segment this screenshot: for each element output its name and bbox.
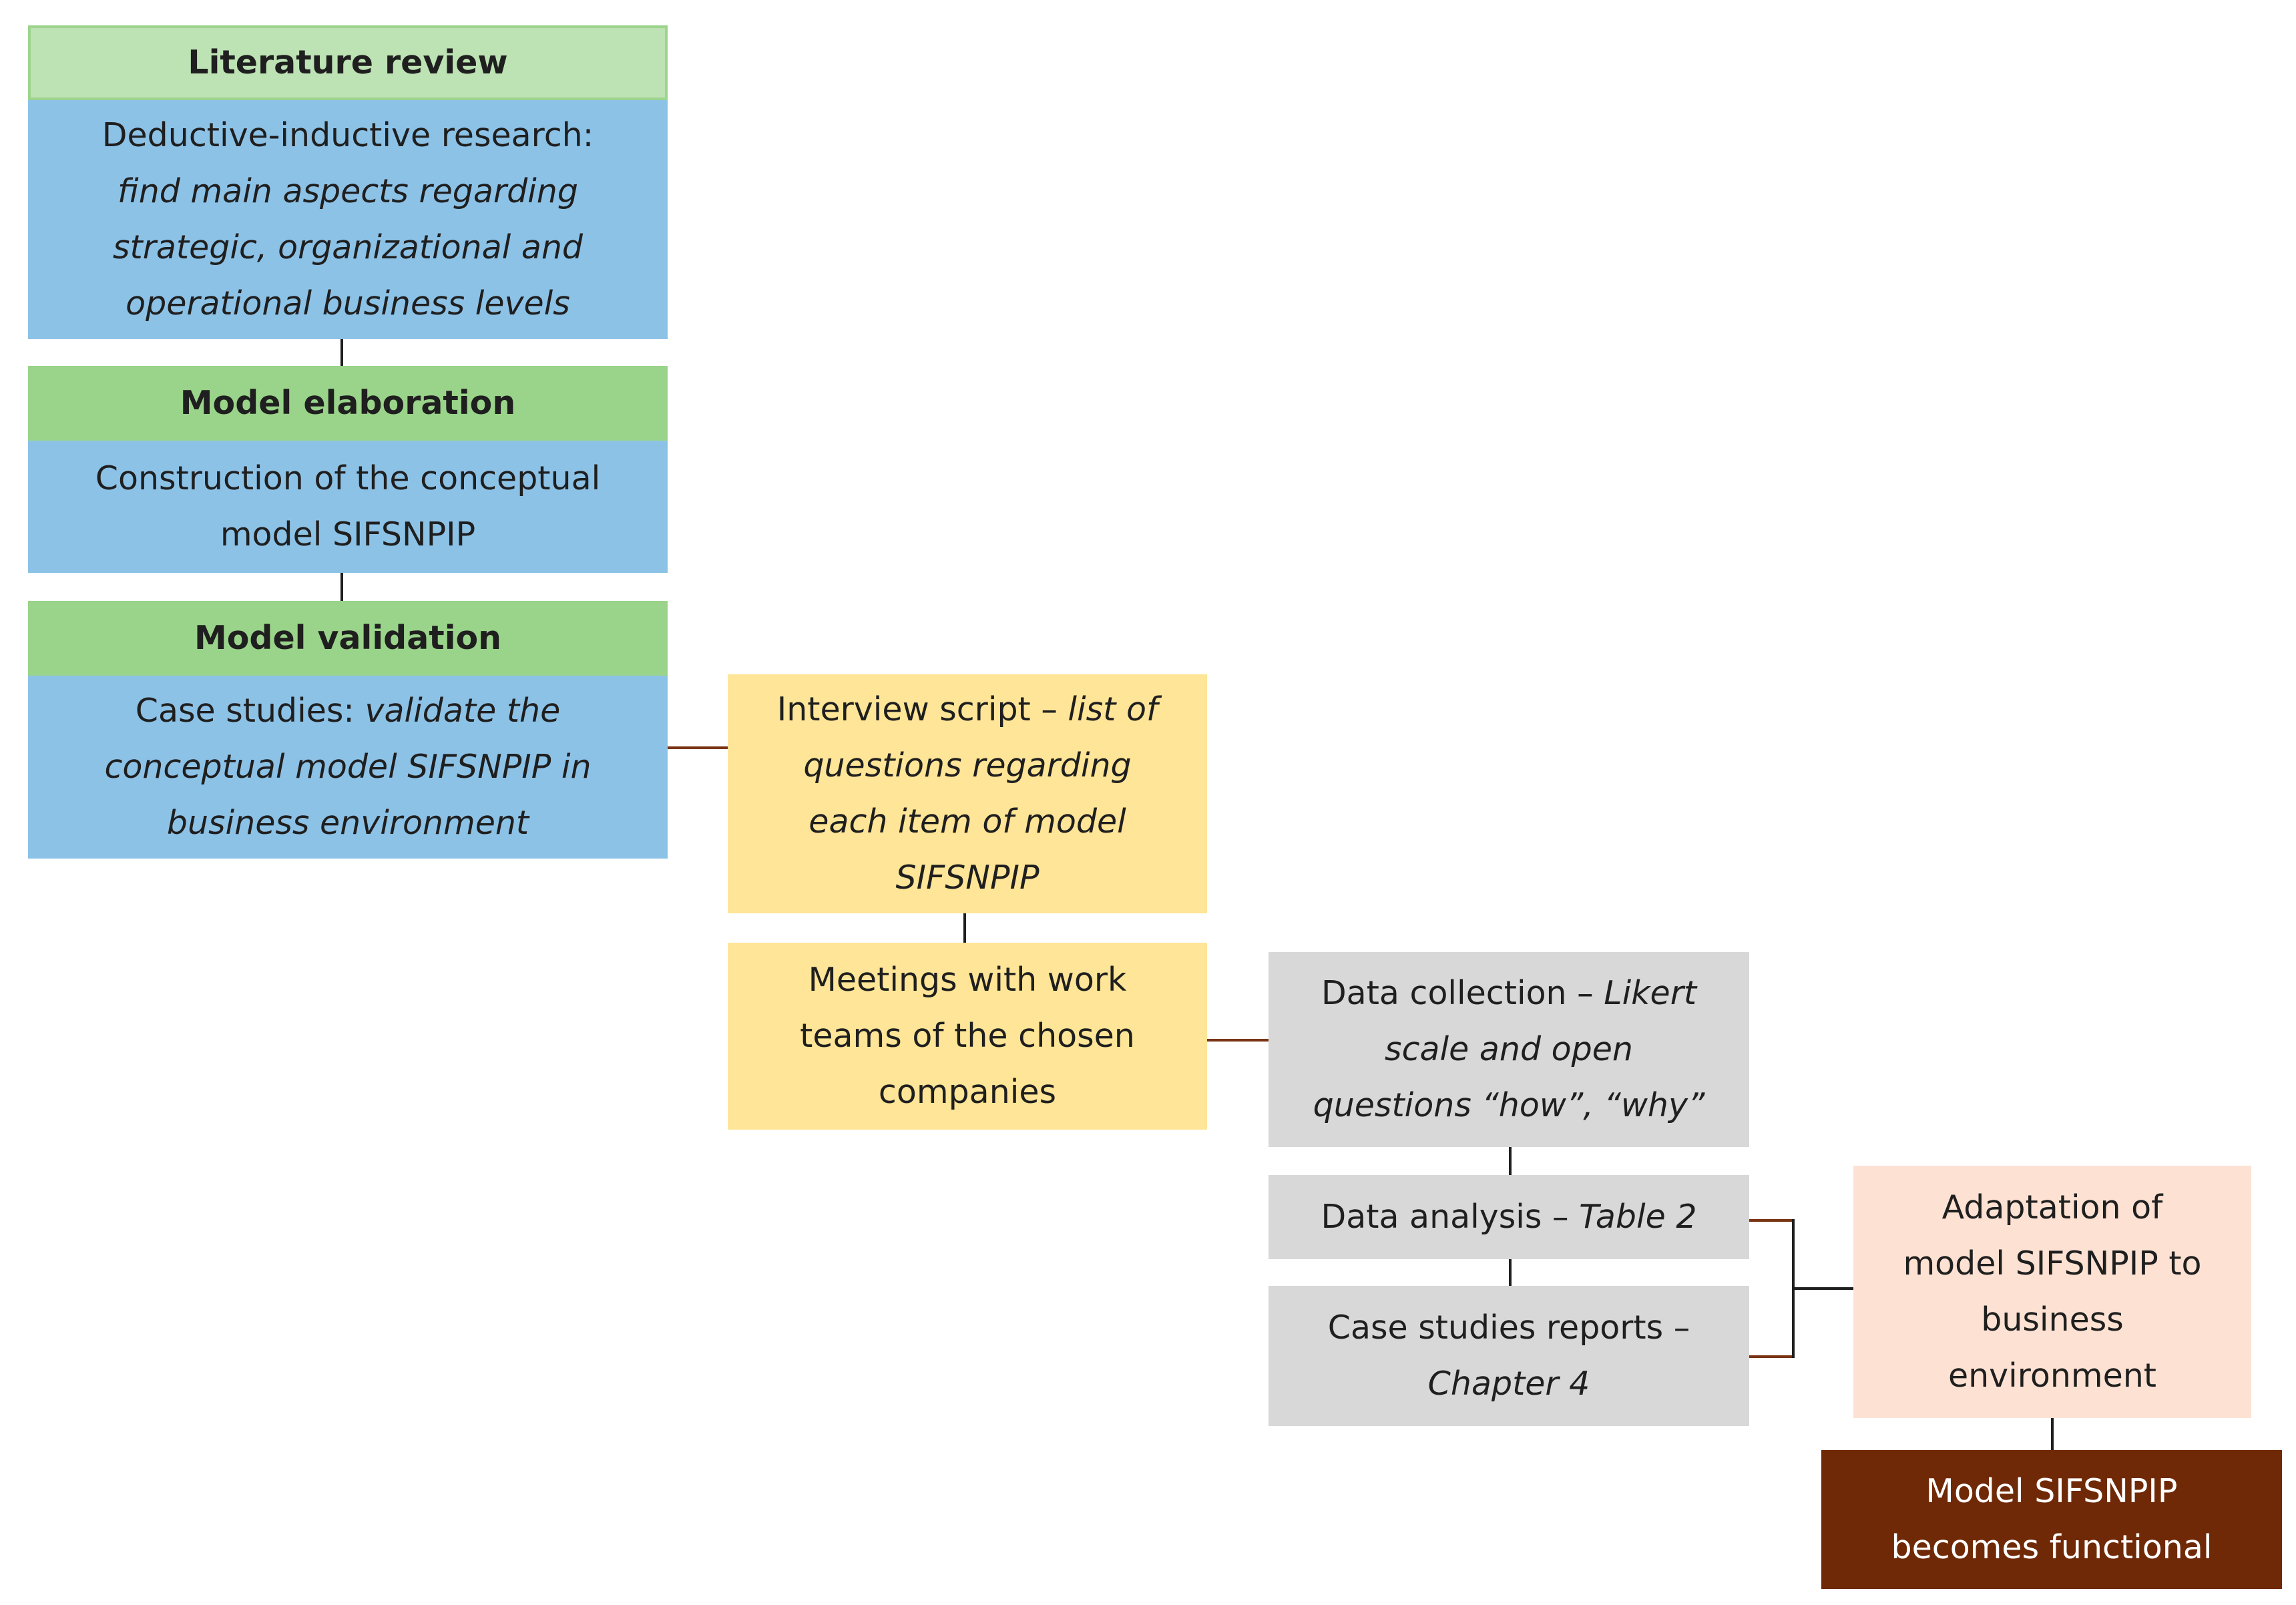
connector-validation-interview <box>668 746 728 749</box>
connector-reports-bracket <box>1749 1355 1795 1358</box>
data-collection-box: Data collection – Likert scale and open … <box>1269 952 1749 1147</box>
interview-script-line-1: Interview script – list of <box>777 682 1158 738</box>
meetings-line-1: Meetings with work <box>808 961 1127 999</box>
model-validation-line-1-plain: Case studies: <box>135 692 365 730</box>
data-collection-line-1-plain: Data collection – <box>1321 974 1604 1012</box>
model-validation-box: Case studies: validate the conceptual mo… <box>28 676 668 859</box>
model-validation-line-1-italic: validate the <box>365 692 561 730</box>
model-validation-title: Model validation <box>194 619 502 657</box>
data-collection-line-2: scale and open <box>1385 1030 1633 1068</box>
connector-analysis-reports <box>1509 1259 1512 1286</box>
model-validation-line-1: Case studies: validate the <box>136 683 561 739</box>
connector-collection-analysis <box>1509 1147 1512 1175</box>
literature-review-line-4: operational business levels <box>126 284 570 322</box>
meetings-box: Meetings with work teams of the chosen c… <box>728 943 1207 1130</box>
data-collection-line-1-italic: Likert <box>1604 974 1697 1012</box>
data-analysis-plain: Data analysis – <box>1321 1198 1580 1236</box>
literature-review-line-3: strategic, organizational and <box>112 228 584 266</box>
interview-script-line-1-plain: Interview script – <box>776 690 1068 728</box>
model-validation-header: Model validation <box>28 601 668 676</box>
case-studies-reports-line-2: Chapter 4 <box>1427 1365 1590 1403</box>
connector-adaptation-functional <box>2051 1418 2054 1450</box>
model-functional-line-1: Model SIFSNPIP <box>1925 1472 2178 1510</box>
literature-review-header: Literature review <box>28 25 668 100</box>
model-functional-line-2: becomes functional <box>1891 1528 2213 1566</box>
interview-script-line-3: each item of model <box>809 802 1126 841</box>
case-studies-reports-line-1: Case studies reports – <box>1327 1309 1690 1347</box>
interview-script-box: Interview script – list of questions reg… <box>728 674 1207 913</box>
connector-meetings-collection <box>1207 1039 1269 1042</box>
adaptation-box: Adaptation of model SIFSNPIP to business… <box>1853 1166 2251 1418</box>
connector-analysis-bracket <box>1749 1219 1795 1222</box>
case-studies-reports-box: Case studies reports – Chapter 4 <box>1269 1286 1749 1426</box>
connector-elaboration-validation <box>340 573 343 601</box>
connector-bracket-adaptation <box>1792 1287 1853 1290</box>
model-functional-box: Model SIFSNPIP becomes functional <box>1821 1450 2282 1589</box>
meetings-line-2: teams of the chosen <box>800 1017 1135 1055</box>
adaptation-line-4: environment <box>1947 1357 2157 1395</box>
interview-script-line-4: SIFSNPIP <box>895 859 1040 897</box>
literature-review-line-2: find main aspects regarding <box>118 172 578 210</box>
interview-script-line-2: questions regarding <box>803 746 1132 784</box>
model-elaboration-line-1: Construction of the conceptual <box>95 459 601 497</box>
data-analysis-box: Data analysis – Table 2 <box>1269 1175 1749 1259</box>
interview-script-line-1-italic: list of <box>1068 690 1158 728</box>
adaptation-line-2: model SIFSNPIP to <box>1903 1244 2202 1283</box>
model-elaboration-header: Model elaboration <box>28 366 668 441</box>
model-elaboration-box: Construction of the conceptual model SIF… <box>28 441 668 573</box>
model-elaboration-line-2: model SIFSNPIP <box>220 515 476 553</box>
data-collection-line-1: Data collection – Likert <box>1321 965 1696 1021</box>
literature-review-title: Literature review <box>188 43 508 81</box>
connector-interview-meetings <box>963 913 966 943</box>
model-elaboration-title: Model elaboration <box>180 384 516 422</box>
model-validation-line-2: conceptual model SIFSNPIP in <box>104 748 592 786</box>
literature-review-box: Deductive-inductive research: find main … <box>28 100 668 339</box>
data-collection-line-3: questions “how”, “why” <box>1313 1086 1705 1124</box>
literature-review-line-1: Deductive-inductive research: <box>101 116 594 154</box>
adaptation-line-3: business <box>1981 1301 2124 1339</box>
data-analysis-italic: Table 2 <box>1579 1198 1697 1236</box>
data-analysis-line: Data analysis – Table 2 <box>1321 1189 1696 1245</box>
connector-literature-elaboration <box>340 339 343 366</box>
adaptation-line-1: Adaptation of <box>1941 1188 2163 1226</box>
model-validation-line-3: business environment <box>166 804 529 842</box>
meetings-line-3: companies <box>878 1073 1057 1111</box>
